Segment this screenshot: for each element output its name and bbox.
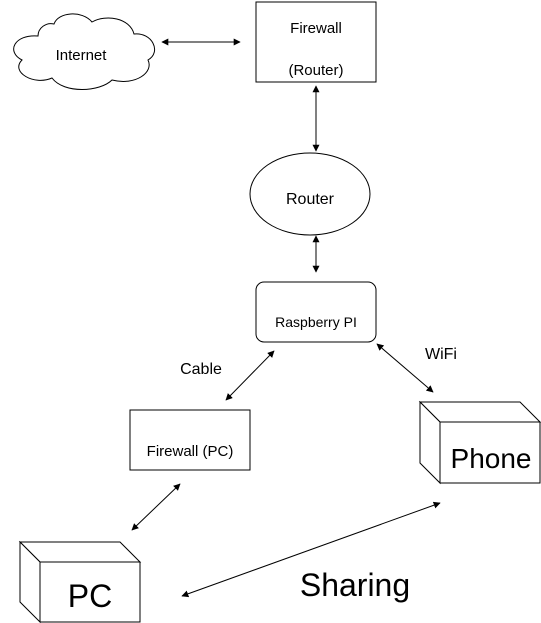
router-node[interactable]: Router bbox=[249, 152, 371, 236]
firewall-router-label-line2: (Router) bbox=[288, 62, 343, 79]
pc-label: PC bbox=[68, 578, 112, 614]
edge-firewall-pc-pc bbox=[131, 483, 181, 531]
router-label: Router bbox=[286, 191, 335, 208]
internet-cloud[interactable]: Internet bbox=[13, 13, 155, 90]
edge-label-sharing: Sharing bbox=[300, 567, 410, 603]
firewall-pc-box bbox=[129, 409, 251, 471]
cloud-shape-icon bbox=[13, 13, 155, 90]
phone-node[interactable]: Phone bbox=[418, 400, 541, 485]
edge-label-wifi: WiFi bbox=[425, 346, 457, 363]
firewall-pc-node[interactable]: Firewall (PC) bbox=[129, 409, 251, 471]
raspberry-pi-box bbox=[255, 281, 377, 343]
firewall-pc-label: Firewall (PC) bbox=[147, 443, 234, 460]
firewall-router-label-line1: Firewall bbox=[290, 20, 342, 37]
internet-label: Internet bbox=[56, 47, 108, 64]
cube-shape-icon bbox=[418, 400, 541, 485]
phone-label: Phone bbox=[451, 443, 532, 474]
edge-label-cable: Cable bbox=[180, 361, 222, 378]
raspberry-pi-label: Raspberry PI bbox=[275, 314, 357, 330]
firewall-router-node[interactable]: Firewall (Router) bbox=[255, 1, 377, 83]
edge-raspberry-firewall-pc bbox=[225, 350, 275, 401]
raspberry-pi-node[interactable]: Raspberry PI bbox=[255, 281, 377, 343]
edge-raspberry-phone bbox=[376, 343, 434, 393]
edge-pc-phone-sharing bbox=[181, 501, 441, 598]
cube-shape-icon bbox=[18, 540, 142, 623]
pc-node[interactable]: PC bbox=[18, 540, 142, 623]
router-ellipse bbox=[249, 152, 371, 236]
firewall-router-box bbox=[255, 1, 377, 83]
